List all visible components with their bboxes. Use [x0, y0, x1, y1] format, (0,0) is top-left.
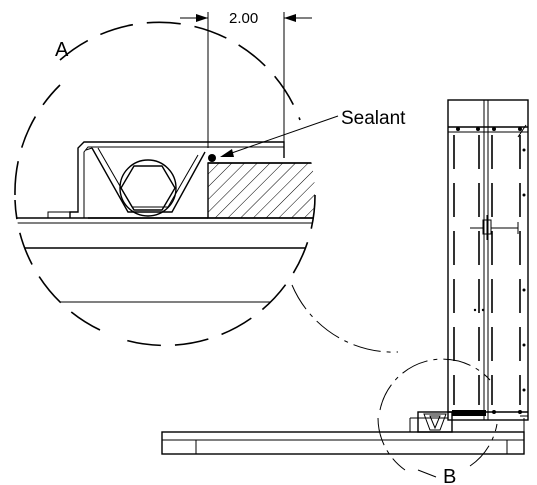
gasket-profile [91, 147, 206, 213]
dimension-arrow-right [284, 14, 296, 22]
detail-b-circle [291, 284, 498, 471]
base-clip [47, 211, 71, 219]
detail-a-contents [15, 141, 315, 303]
gasket-channel [69, 141, 285, 218]
hex-nut [120, 165, 176, 211]
sealant-leader [220, 115, 339, 157]
detail-b-label: B [443, 466, 456, 485]
detail-b-gasket [417, 410, 496, 433]
panel-section-view [447, 99, 529, 421]
hatched-panel-section [207, 162, 315, 219]
dimension-arrow-left [196, 14, 208, 22]
latch-detail [470, 215, 519, 240]
bolt-circle [119, 159, 177, 217]
base-channel [161, 415, 528, 455]
detail-a-label: A [55, 39, 69, 61]
dimension-2-00 [180, 12, 312, 158]
sealant-label: Sealant [341, 108, 406, 129]
dimension-value: 2.00 [229, 10, 258, 27]
detail-a-circle [14, 21, 316, 347]
panel-fasteners [456, 127, 526, 414]
sealant-bead [208, 154, 216, 162]
